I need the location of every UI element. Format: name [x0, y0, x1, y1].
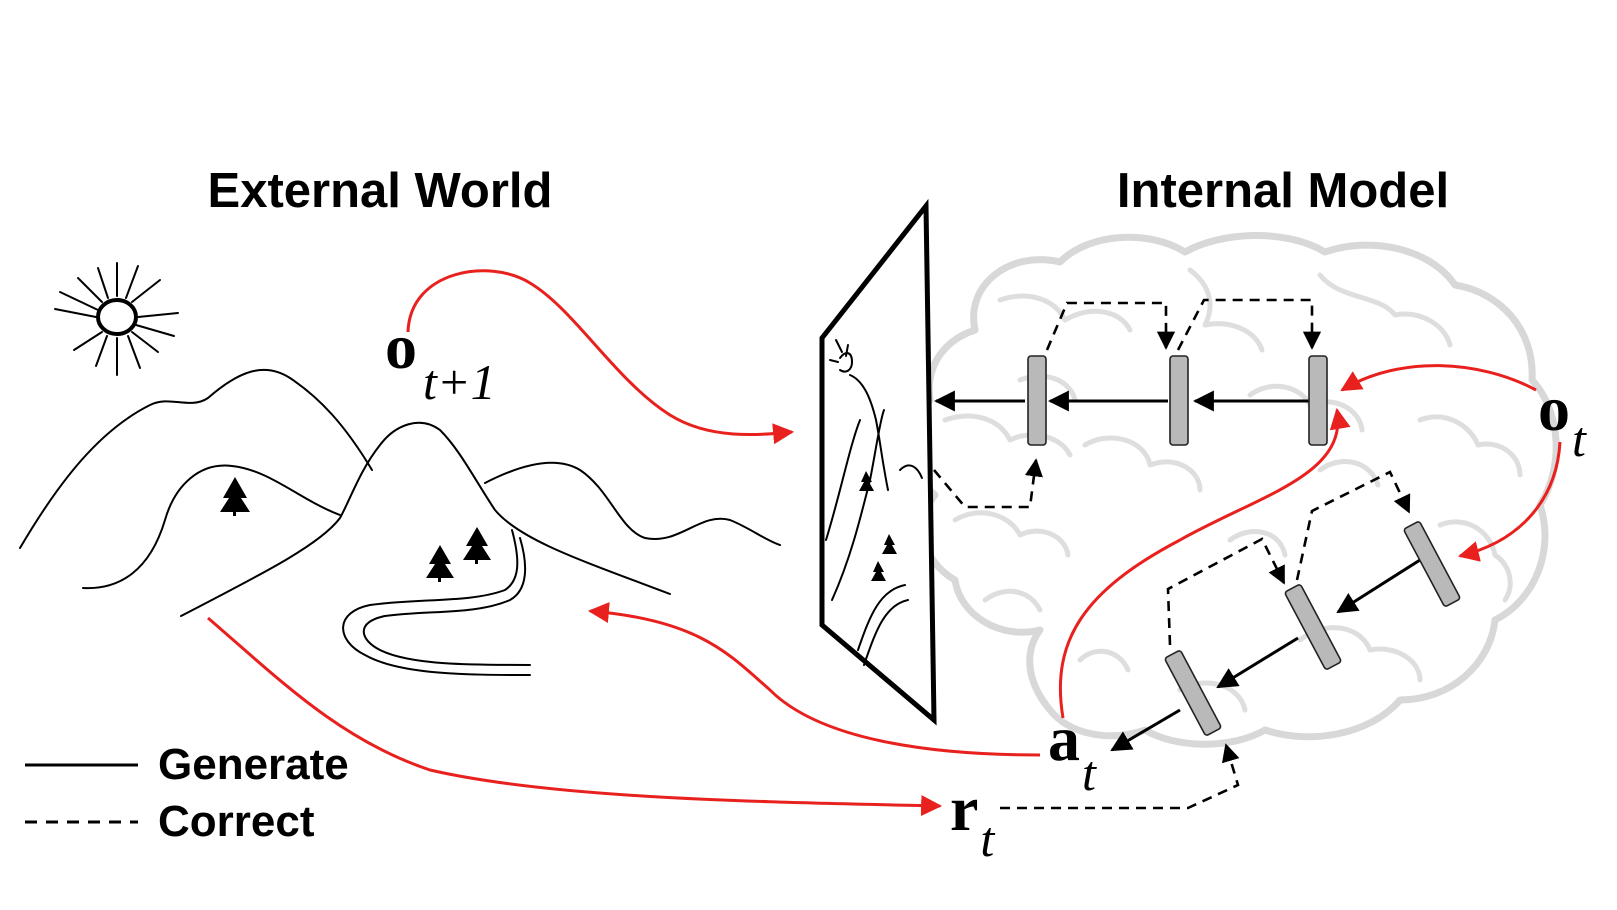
landscape-sketch	[19, 368, 781, 676]
observation-to-upper-rnn-arrow	[1340, 364, 1537, 392]
world-to-reward-arrow	[207, 616, 943, 817]
legend-correct-label: Correct	[158, 797, 315, 846]
observation-frame	[819, 198, 937, 726]
rnn-unit	[1308, 355, 1328, 446]
pine-tree-icon	[426, 545, 454, 582]
observation-label: ot	[1538, 373, 1587, 467]
pine-tree-icon	[220, 477, 250, 516]
rnn-unit	[1027, 355, 1047, 446]
reward-label: rt	[950, 773, 995, 867]
pine-tree-icon	[463, 527, 491, 564]
red-flow-arrows	[207, 269, 1562, 817]
brain-icon	[908, 231, 1560, 748]
external-world-title: External World	[208, 164, 553, 218]
o-next-to-frame-arrow	[406, 269, 795, 445]
sun-icon	[54, 262, 179, 376]
action-to-world-arrow	[587, 602, 1041, 757]
rnn-unit	[1164, 650, 1222, 736]
action-label: at	[1048, 703, 1097, 801]
rnn-unit	[1169, 355, 1189, 446]
legend-generate-label: Generate	[158, 740, 349, 789]
observation-to-lower-rnn-arrow	[1457, 441, 1562, 562]
rnn-unit	[1403, 521, 1461, 607]
lower-rnn-chain	[1000, 470, 1461, 810]
rnn-unit	[1284, 584, 1342, 670]
upper-rnn-chain	[933, 298, 1328, 509]
internal-model-title: Internal Model	[1117, 164, 1449, 218]
legend: Generate Correct	[25, 740, 349, 846]
action-to-rnn-arrow	[1058, 407, 1351, 719]
